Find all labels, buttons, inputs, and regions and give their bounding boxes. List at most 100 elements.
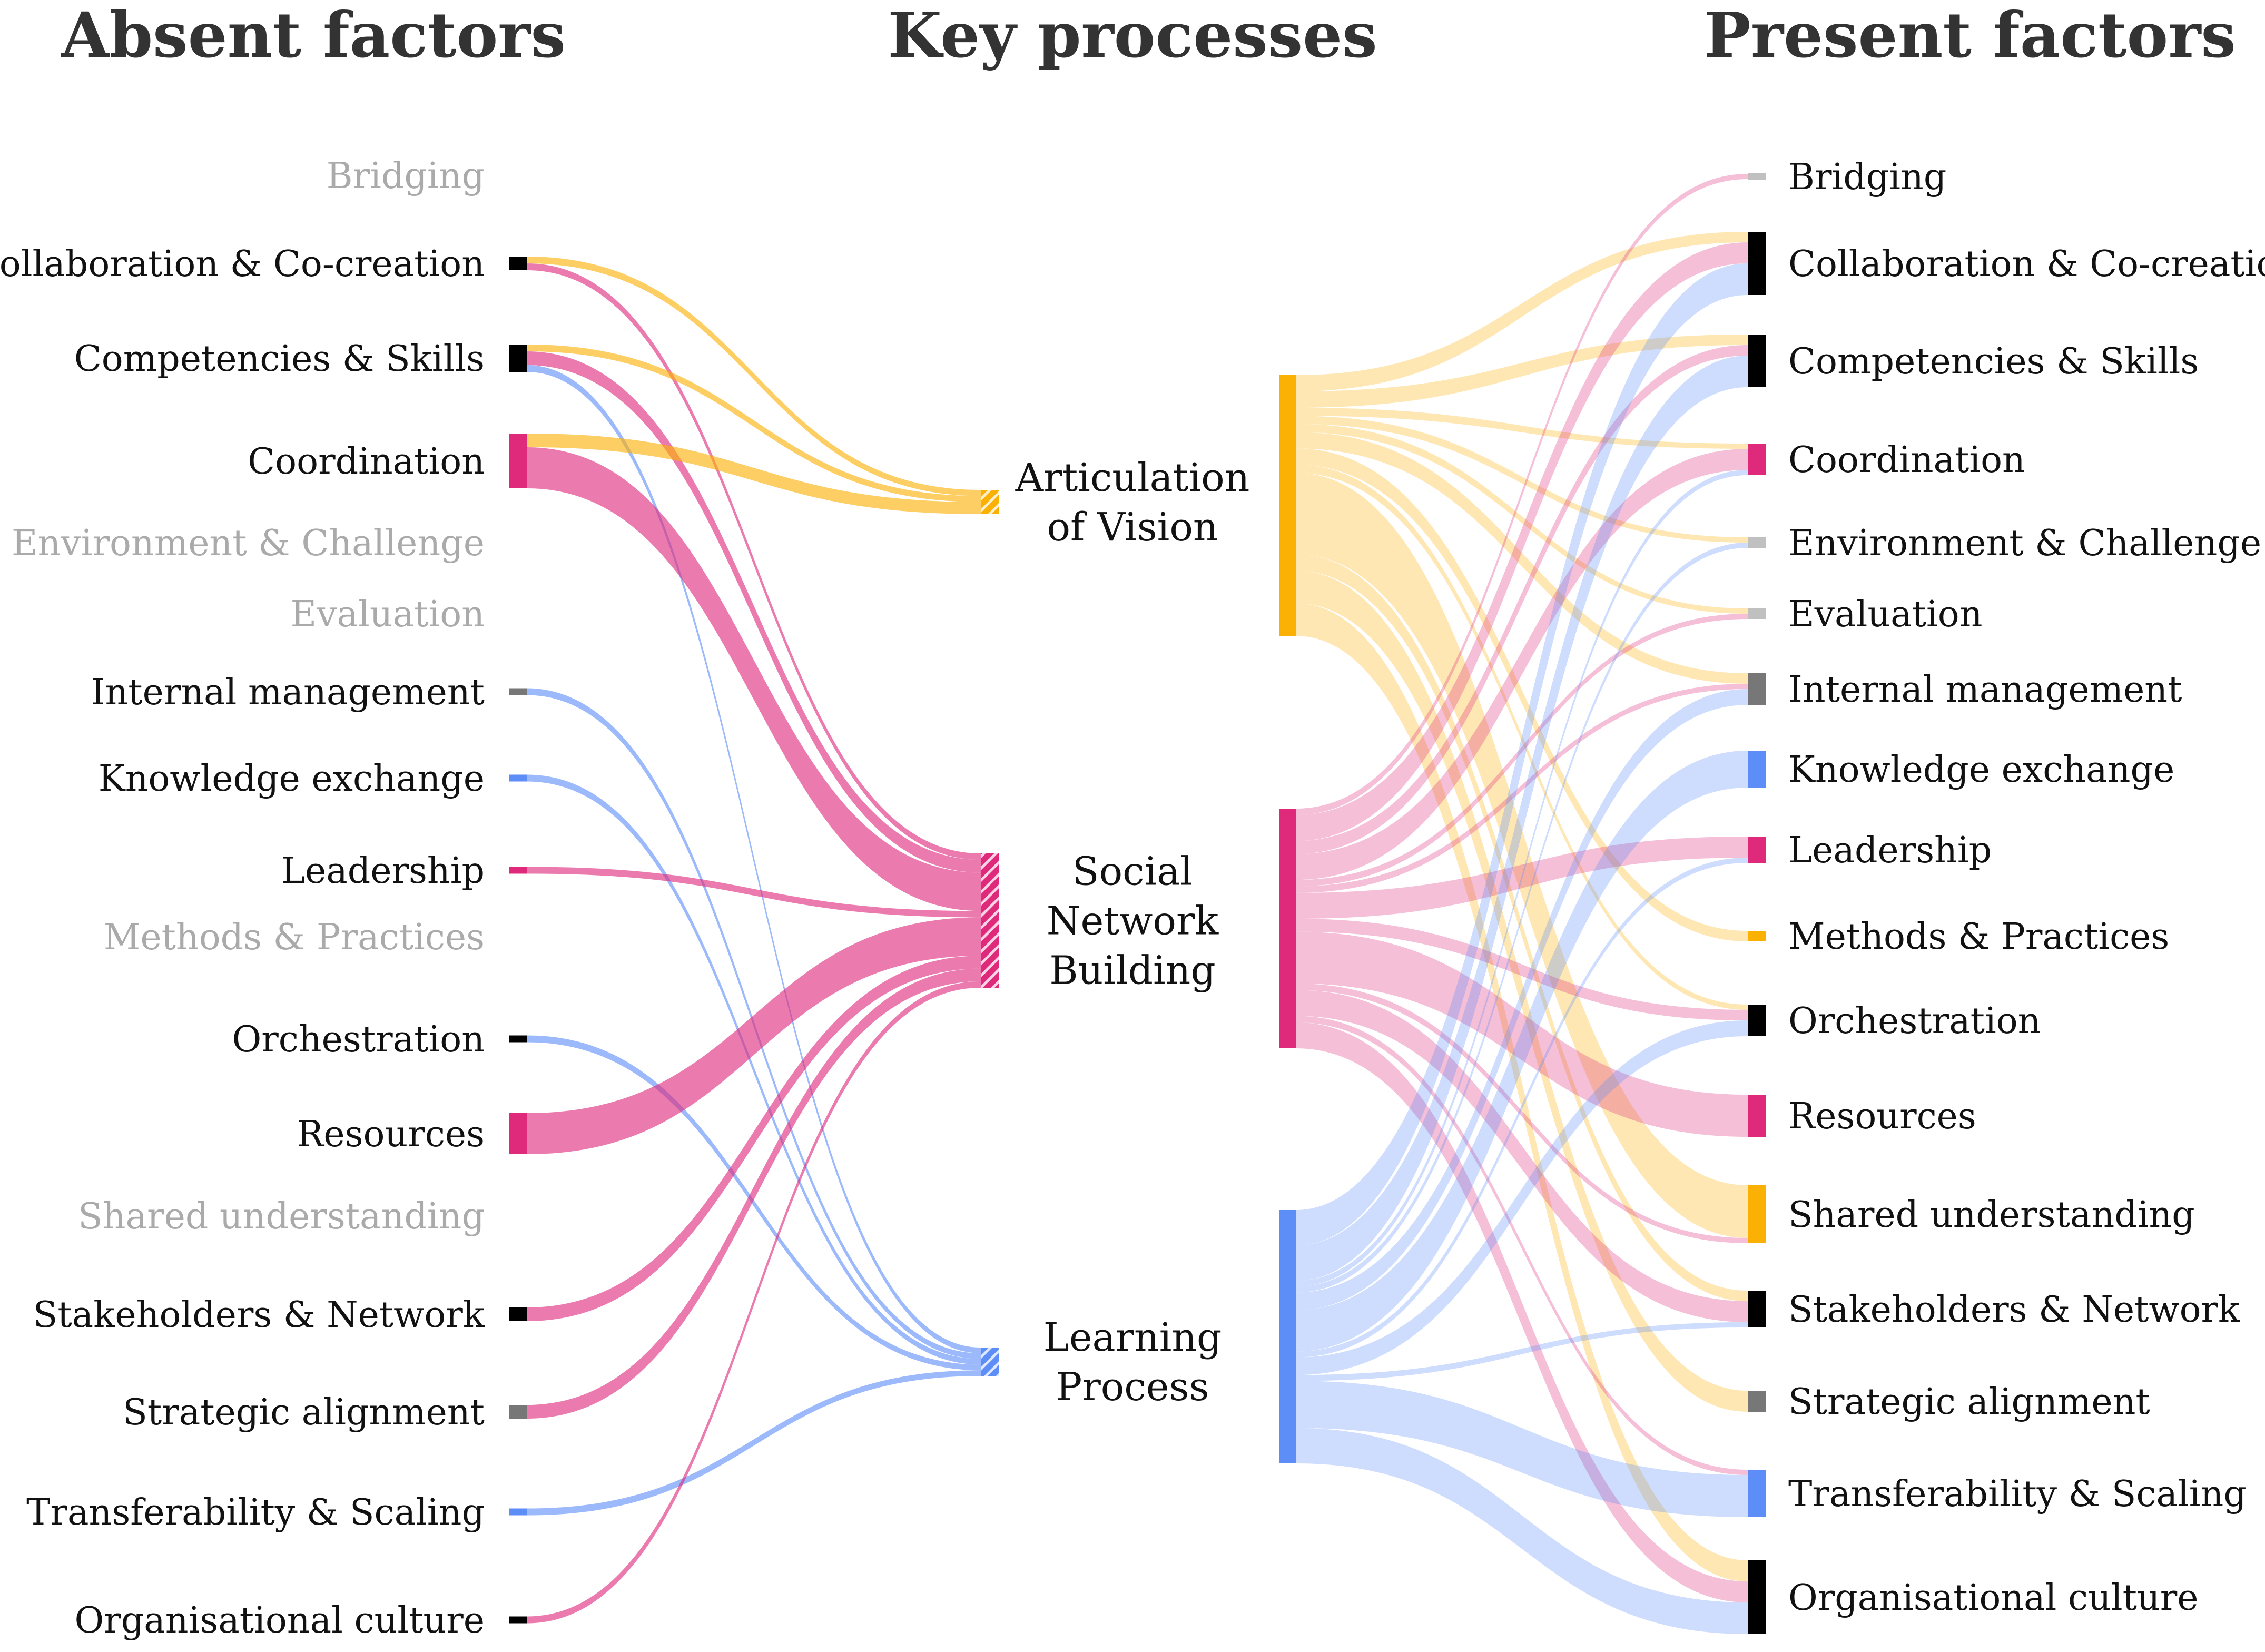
present-flow-learning-to-collaboration-and-co-creation [1296,263,1748,1246]
absent-label-evaluation: Evaluation [291,594,485,635]
present-node-methods-and-practices [1748,931,1766,941]
present-label-methods-and-practices: Methods & Practices [1788,916,2169,958]
present-node-organisational-culture [1748,1560,1766,1634]
absent-node-resources [509,1113,527,1154]
present-node-evaluation [1748,608,1766,619]
present-flows-group [1296,174,1748,1634]
present-label-orchestration: Orchestration [1788,1000,2041,1042]
absent-flow-coordination-to-vision [527,434,981,514]
absent-label-stakeholders-and-network: Stakeholders & Network [33,1294,485,1336]
present-flow-learning-to-knowledge-exchange [1296,751,1748,1352]
absent-flow-knowledge-exchange-to-learning [527,774,981,1365]
absent-flows-group [527,257,981,1624]
key-processes-title: Key processes [888,0,1377,72]
present-flow-vision-to-evaluation [1296,424,1748,614]
absent-node-transferability-and-scaling [509,1508,527,1516]
process-node-learning [1279,1210,1296,1463]
present-node-strategic-alignment [1748,1391,1766,1412]
present-flow-learning-to-stakeholders-and-network [1296,1322,1748,1381]
present-flow-vision-to-competencies-and-skills [1296,335,1748,408]
present-flow-learning-to-orchestration [1296,1020,1748,1375]
present-flow-social-to-transferability-and-scaling [1296,1016,1748,1475]
present-label-stakeholders-and-network: Stakeholders & Network [1788,1289,2240,1331]
absent-flow-resources-to-social [527,917,981,1154]
present-label-collaboration-and-co-creation: Collaboration & Co-creation [1788,243,2265,285]
present-flow-vision-to-shared-understanding [1296,473,1748,1238]
present-flow-social-to-leadership [1296,837,1748,919]
present-flow-social-to-competencies-and-skills [1296,345,1748,854]
present-flow-vision-to-organisational-culture [1296,603,1748,1581]
absent-node-stakeholders-and-network [509,1307,527,1321]
present-factors-title: Present factors [1704,0,2236,72]
absent-label-shared-understanding: Shared understanding [78,1196,485,1237]
present-label-organisational-culture: Organisational culture [1788,1577,2199,1619]
present-flow-vision-to-environment-and-challenge [1296,416,1748,543]
absent-flow-competencies-and-skills-to-learning [527,365,981,1353]
absent-label-competencies-and-skills: Competencies & Skills [74,338,485,380]
absent-flow-competencies-and-skills-to-vision [527,345,981,502]
present-flow-social-to-collaboration-and-co-creation [1296,242,1748,841]
present-flow-social-to-coordination [1296,449,1748,880]
absent-flow-transferability-and-scaling-to-learning [527,1370,981,1516]
absent-label-leadership: Leadership [281,850,485,892]
absent-node-collaboration-and-co-creation [509,257,527,270]
present-flow-vision-to-strategic-alignment [1296,571,1748,1412]
absent-label-bridging: Bridging [327,155,485,197]
absent-node-organisational-culture [509,1616,527,1624]
present-node-transferability-and-scaling [1748,1470,1766,1517]
absent-node-orchestration [509,1035,527,1043]
process-input-node-vision [981,490,999,514]
present-flow-vision-to-stakeholders-and-network [1296,554,1748,1301]
absent-flow-stakeholders-and-network-to-social [527,956,981,1321]
present-flow-social-to-stakeholders-and-network [1296,990,1748,1322]
process-label-learning-line-2: Process [1056,1364,1209,1410]
present-node-stakeholders-and-network [1748,1291,1766,1328]
present-label-coordination: Coordination [1788,439,2025,481]
present-label-strategic-alignment: Strategic alignment [1788,1381,2150,1423]
present-flow-learning-to-competencies-and-skills [1296,356,1748,1281]
present-node-bridging [1748,173,1766,180]
present-flow-vision-to-internal-management [1296,432,1748,684]
present-flow-learning-to-organisational-culture [1296,1428,1748,1634]
absent-node-strategic-alignment [509,1405,527,1419]
absent-node-leadership [509,867,527,874]
absent-flow-orchestration-to-learning [527,1035,981,1371]
absent-label-organisational-culture: Organisational culture [74,1600,485,1641]
process-label-vision-line-2: of Vision [1047,505,1218,550]
present-flow-social-to-resources [1296,931,1748,1137]
present-node-shared-understanding [1748,1185,1766,1243]
absent-label-environment-and-challenge: Environment & Challenge [12,523,485,564]
absent-flow-competencies-and-skills-to-social [527,351,981,873]
present-node-leadership [1748,837,1766,863]
absent-label-transferability-and-scaling: Transferability & Scaling [26,1492,485,1533]
present-flow-social-to-orchestration [1296,919,1748,1020]
absent-factors-title: Absent factors [61,0,566,72]
present-label-competencies-and-skills: Competencies & Skills [1788,341,2199,382]
process-label-vision-line-1: Articulation [1015,455,1250,500]
process-node-social [1279,809,1296,1048]
present-flow-learning-to-transferability-and-scaling [1296,1381,1748,1517]
present-node-orchestration [1748,1005,1766,1036]
absent-flow-coordination-to-social [527,447,981,911]
absent-node-internal-management [509,688,527,695]
process-label-social-line-2: Network [1047,899,1219,944]
absent-node-coordination [509,434,527,488]
present-flow-learning-to-coordination [1296,470,1748,1287]
present-flow-social-to-bridging [1296,174,1748,815]
present-label-bridging: Bridging [1788,156,1946,198]
present-flow-social-to-shared-understanding [1296,984,1748,1243]
absent-label-internal-management: Internal management [91,672,485,713]
present-node-resources [1748,1095,1766,1137]
absent-label-orchestration: Orchestration [232,1019,485,1060]
process-input-node-learning [981,1348,999,1376]
absent-label-resources: Resources [297,1114,485,1155]
present-flow-vision-to-orchestration [1296,465,1748,1010]
present-flow-vision-to-collaboration-and-co-creation [1296,232,1748,391]
present-node-internal-management [1748,673,1766,705]
absent-flow-collaboration-and-co-creation-to-social [527,263,981,860]
absent-flow-leadership-to-social [527,867,981,918]
present-label-internal-management: Internal management [1788,669,2182,711]
present-flow-learning-to-leadership [1296,858,1748,1358]
absent-label-strategic-alignment: Strategic alignment [123,1392,485,1433]
